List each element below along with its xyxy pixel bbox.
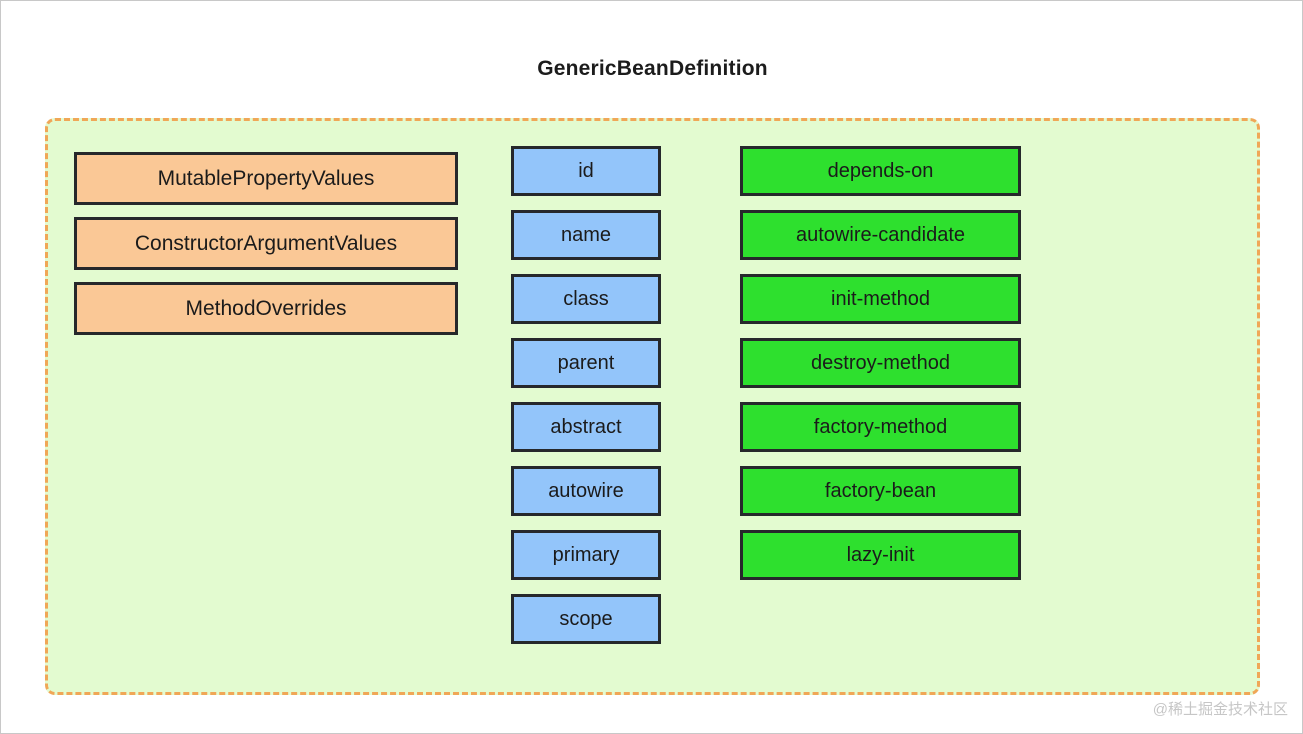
- column-bean-attributes: id name class parent abstract autowire p…: [511, 146, 661, 658]
- node-depends-on: depends-on: [740, 146, 1021, 196]
- node-autowire-candidate: autowire-candidate: [740, 210, 1021, 260]
- node-init-method: init-method: [740, 274, 1021, 324]
- node-factory-bean: factory-bean: [740, 466, 1021, 516]
- node-lazy-init: lazy-init: [740, 530, 1021, 580]
- column-lifecycle-attributes: depends-on autowire-candidate init-metho…: [740, 146, 1021, 594]
- node-method-overrides: MethodOverrides: [74, 282, 458, 335]
- node-mutable-property-values: MutablePropertyValues: [74, 152, 458, 205]
- generic-bean-definition-container: MutablePropertyValues ConstructorArgumen…: [45, 118, 1260, 695]
- node-name: name: [511, 210, 661, 260]
- node-primary: primary: [511, 530, 661, 580]
- node-parent: parent: [511, 338, 661, 388]
- node-constructor-argument-values: ConstructorArgumentValues: [74, 217, 458, 270]
- node-scope: scope: [511, 594, 661, 644]
- column-property-holders: MutablePropertyValues ConstructorArgumen…: [74, 152, 458, 347]
- node-id: id: [511, 146, 661, 196]
- node-class: class: [511, 274, 661, 324]
- page-title: GenericBeanDefinition: [537, 57, 768, 80]
- node-factory-method: factory-method: [740, 402, 1021, 452]
- watermark-text: @稀土掘金技术社区: [1152, 701, 1288, 718]
- node-autowire: autowire: [511, 466, 661, 516]
- node-abstract: abstract: [511, 402, 661, 452]
- node-destroy-method: destroy-method: [740, 338, 1021, 388]
